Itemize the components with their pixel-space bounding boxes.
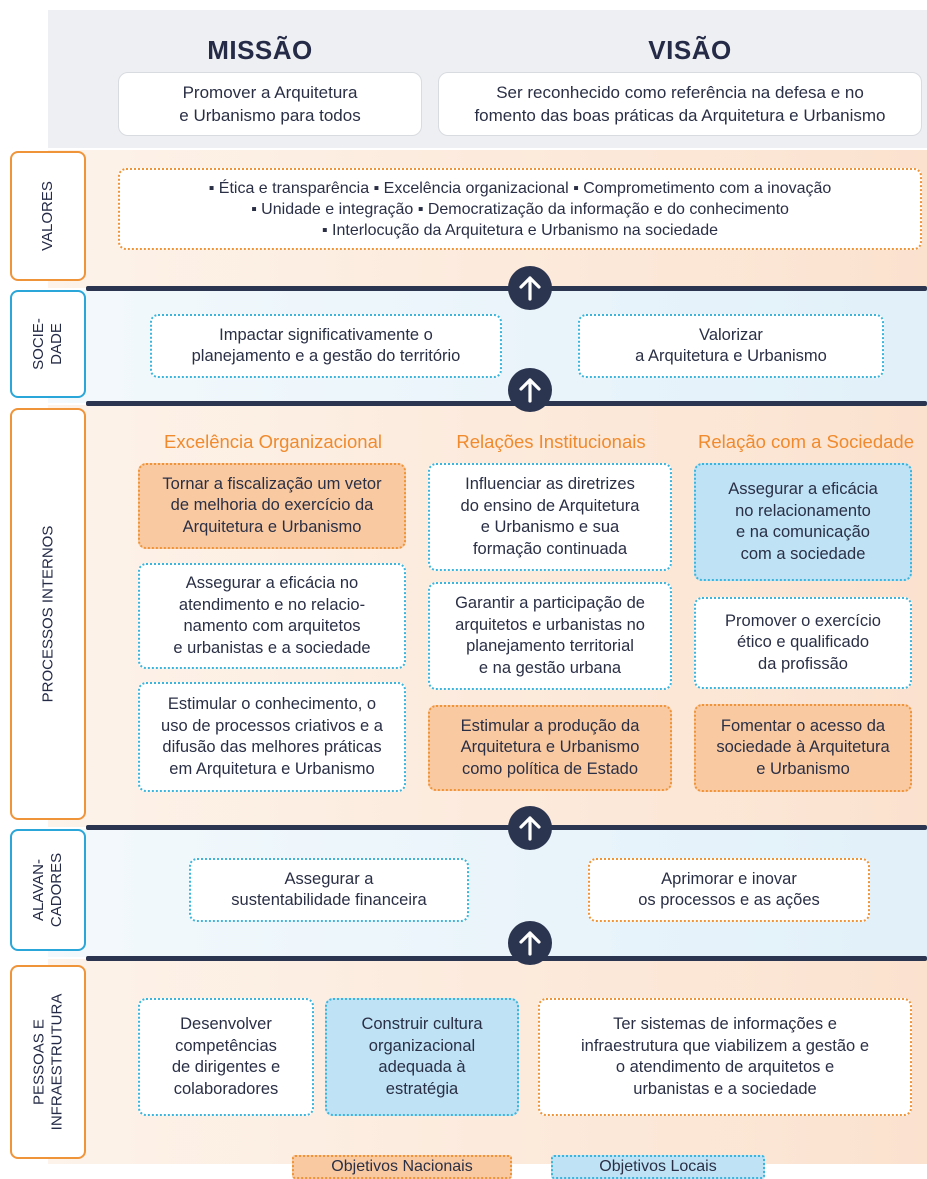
arrow-up-icon bbox=[508, 921, 552, 965]
side-label-valores: VALORES bbox=[10, 151, 86, 281]
side-label-text: SOCIE-DADE bbox=[30, 318, 65, 370]
arrow-up-icon bbox=[508, 266, 552, 310]
legend-local: Objetivos Locais bbox=[551, 1155, 765, 1179]
vision-line: Ser reconhecido como referência na defes… bbox=[496, 83, 864, 102]
mission-line: e Urbanismo para todos bbox=[179, 106, 361, 125]
column-title: Excelência Organizacional bbox=[163, 431, 382, 452]
valores-box: ▪ Ética e transparência ▪ Excelência org… bbox=[118, 168, 922, 250]
valor-line: ▪ Unidade e integração ▪ Democratização … bbox=[251, 200, 789, 218]
separator-line bbox=[86, 401, 927, 406]
mission-title: MISSÃO bbox=[207, 34, 313, 65]
mission-line: Promover a Arquitetura bbox=[182, 83, 358, 102]
side-label-text: PROCESSOS INTERNOS bbox=[39, 525, 57, 703]
side-label-text: VALORES bbox=[39, 181, 56, 251]
side-label-alavancadores: ALAVAN-CADORES bbox=[10, 829, 86, 951]
column-title: Relação com a Sociedade bbox=[698, 431, 914, 452]
valor-line: ▪ Ética e transparência ▪ Excelência org… bbox=[208, 179, 832, 197]
vision-line: fomento das boas práticas da Arquitetura… bbox=[474, 106, 886, 125]
vision-title: VISÃO bbox=[648, 34, 732, 65]
arrow-up-icon bbox=[508, 806, 552, 850]
column-title: Relações Institucionais bbox=[456, 431, 646, 452]
vision-box: Ser reconhecido como referência na defes… bbox=[438, 72, 922, 136]
separator-line bbox=[86, 956, 927, 961]
arrow-up-icon bbox=[508, 368, 552, 412]
separator-line bbox=[86, 825, 927, 830]
side-label-sociedade: SOCIE-DADE bbox=[10, 290, 86, 398]
side-label-processos: PROCESSOS INTERNOS bbox=[10, 408, 86, 820]
separator-line bbox=[86, 286, 927, 291]
valor-line: ▪ Interlocução da Arquitetura e Urbanism… bbox=[321, 221, 719, 239]
side-label-text: ALAVAN-CADORES bbox=[30, 852, 65, 928]
mission-box: Promover a Arquitetura e Urbanismo para … bbox=[118, 72, 422, 136]
legend-national: Objetivos Nacionais bbox=[292, 1155, 512, 1179]
